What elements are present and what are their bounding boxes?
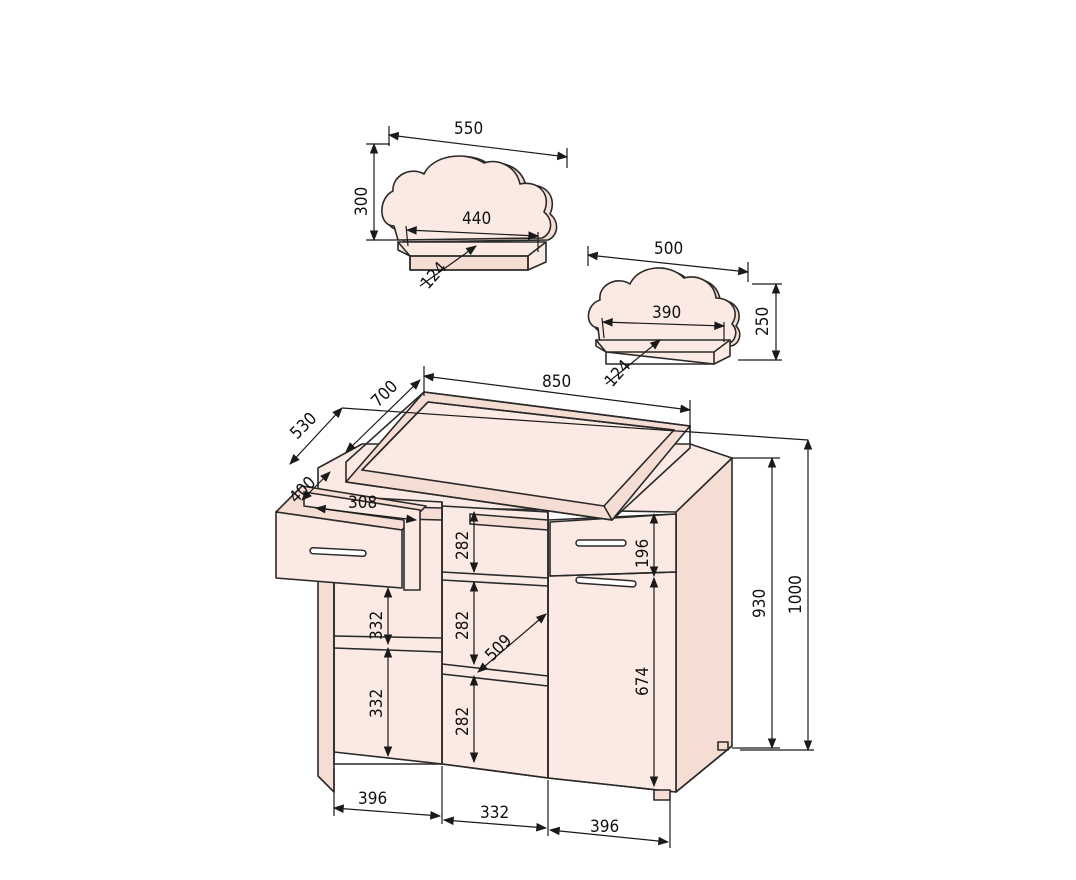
dim-shelf-small-inner: 390	[601, 303, 726, 342]
dim-middle-shelf-3: 282	[453, 674, 479, 764]
dim-label: 396	[358, 789, 387, 809]
dim-right-door: 674	[633, 576, 659, 788]
dim-label: 530	[286, 409, 321, 444]
dim-bottom-left: 396	[332, 766, 443, 824]
dim-label: 300	[352, 187, 372, 216]
cloud-shelf-large	[381, 155, 558, 271]
dim-label: 396	[590, 817, 619, 837]
dim-label: 250	[753, 307, 773, 336]
dim-middle-shelf-1: 282	[453, 510, 479, 574]
dim-label: 700	[367, 377, 402, 412]
dim-left-shelf-1: 332	[367, 586, 393, 646]
dim-bottom-middle: 332	[442, 780, 549, 836]
dim-left-shelf-2: 332	[367, 646, 393, 758]
dim-label: 308	[348, 493, 377, 513]
dim-bottom-right: 396	[548, 800, 671, 848]
dim-shelf-large-height: 300	[352, 142, 398, 242]
dim-label: 332	[367, 611, 387, 640]
dim-total-height: 1000	[740, 438, 814, 752]
dim-label: 440	[462, 209, 491, 229]
dim-label: 550	[454, 119, 483, 139]
dim-middle-shelf-2: 282	[453, 580, 479, 666]
dim-body-height: 930	[732, 456, 780, 750]
dim-top-width: 850	[422, 366, 692, 430]
dim-label: 500	[654, 239, 683, 259]
dim-label: 390	[652, 303, 681, 323]
dim-drawer-width: 308	[314, 493, 418, 524]
dim-label: 1000	[786, 575, 806, 614]
dim-label: 332	[480, 803, 509, 823]
dim-label: 282	[453, 707, 473, 736]
changing-top	[345, 391, 691, 521]
dim-shelf-large-inner: 440	[405, 209, 540, 252]
dim-label: 196	[633, 539, 653, 568]
dim-label: 282	[453, 611, 473, 640]
dim-right-drawer: 196	[633, 512, 659, 578]
dim-label: 282	[453, 531, 473, 560]
dim-label: 850	[542, 372, 571, 392]
dim-label: 674	[633, 667, 653, 696]
dim-shelf-small-height: 250	[738, 282, 782, 362]
dim-label: 332	[367, 689, 387, 718]
dim-shelf-small-width: 500	[586, 239, 750, 282]
dim-label: 930	[750, 589, 770, 618]
dim-shelf-large-width: 550	[387, 119, 569, 168]
